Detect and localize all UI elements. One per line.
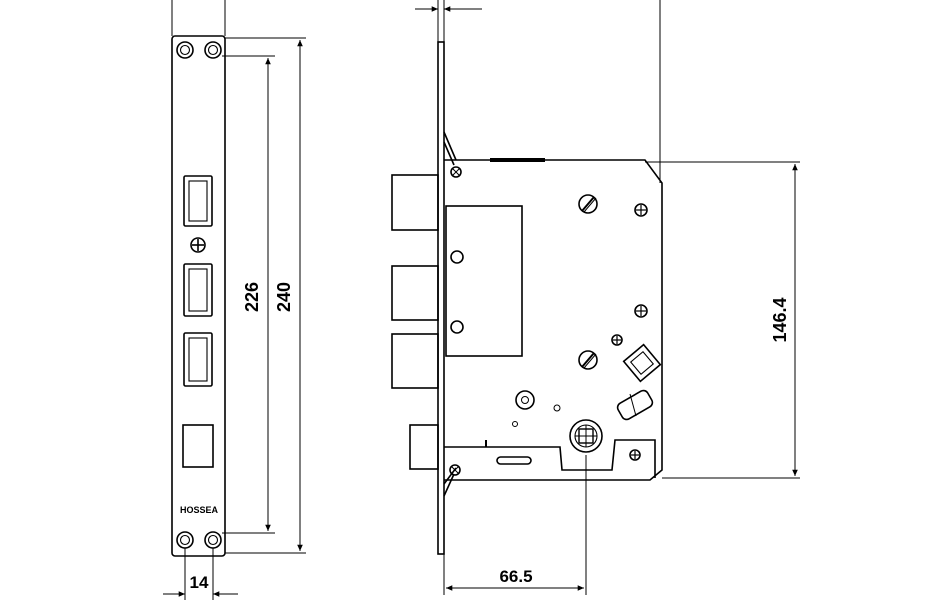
screw-hole-bottom-right <box>204 531 222 549</box>
deadbolt-lower <box>391 333 439 389</box>
dimension-66-5-label: 66.5 <box>499 567 532 586</box>
faceplate-window-upper <box>183 175 213 227</box>
bracket-cross-screw-icon <box>629 449 641 461</box>
faceplate-front-view <box>171 0 226 600</box>
case-screw-top <box>450 166 462 178</box>
small-pin-2 <box>553 404 561 412</box>
deadbolt-middle <box>391 265 439 321</box>
lock-body-side-view <box>391 0 663 555</box>
lever-tongue <box>616 389 654 421</box>
deadbolt-upper <box>391 174 439 231</box>
slotted-screw-upper-icon <box>578 194 598 214</box>
faceplate-window-middle <box>183 263 213 317</box>
bottom-slot <box>496 456 532 465</box>
lock-case-outline <box>444 159 663 481</box>
faceplate-cross-screw-icon <box>190 237 206 253</box>
latch-bolt <box>409 424 439 470</box>
spindle-hub-icon <box>569 419 603 453</box>
bottom-bracket <box>444 439 656 478</box>
faceplate-brand-marking: HOSSEA <box>180 505 219 515</box>
dimension-226 <box>222 55 275 534</box>
cylinder-hole-small <box>521 396 529 404</box>
inner-slide-plate <box>445 205 523 357</box>
rotated-square-block <box>622 343 662 383</box>
faceplate-window-square <box>182 424 214 468</box>
inner-plate-hole-lower <box>450 320 464 334</box>
dimension-240-label: 240 <box>274 282 294 312</box>
dimension-240 <box>225 37 306 554</box>
case-cross-screw-1-icon <box>634 203 648 217</box>
slotted-screw-middle-icon <box>578 350 598 370</box>
case-screw-bottom <box>449 464 461 476</box>
faceplate-window-lower <box>183 332 213 387</box>
dimension-146-4-label: 146.4 <box>770 297 790 342</box>
dimension-66-5 <box>443 455 587 595</box>
side-faceplate <box>437 41 445 555</box>
case-cross-screw-2-icon <box>634 304 648 318</box>
case-cross-screw-3-icon <box>611 334 623 346</box>
faceplate-outline <box>171 35 226 557</box>
dimension-226-label: 226 <box>242 282 262 312</box>
inner-plate-hole-upper <box>450 250 464 264</box>
screw-hole-top-right <box>204 41 222 59</box>
cylinder-hole-large <box>515 390 535 410</box>
dimension-14-label: 14 <box>190 573 209 592</box>
dimension-146-4 <box>645 161 800 479</box>
screw-hole-bottom-left <box>176 531 194 549</box>
small-pin-1 <box>512 421 518 427</box>
screw-hole-top-left <box>176 41 194 59</box>
